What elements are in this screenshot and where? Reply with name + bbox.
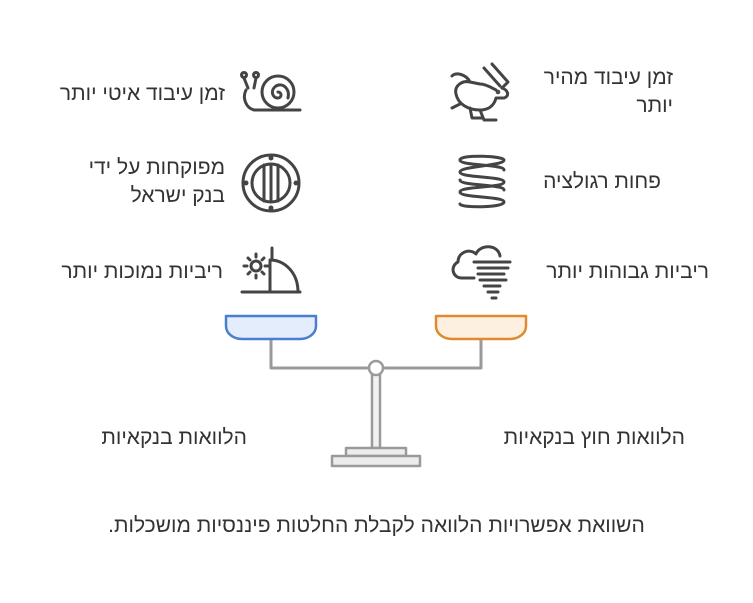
right-pan — [434, 314, 528, 341]
rabbit-icon — [448, 60, 514, 122]
right-item-fast-processing: זמן עיבוד מהיר יותר — [543, 66, 673, 117]
caption: השוואת אפשרויות הלוואה לקבלת החלטות פיננ… — [108, 514, 645, 537]
left-group-title: הלוואות בנקאיות — [101, 426, 247, 449]
cloud-sun-icon — [448, 240, 514, 302]
right-group-title: הלוואות חוץ בנקאיות — [503, 426, 685, 449]
left-item-slow-processing: זמן עיבוד איטי יותר — [59, 82, 225, 105]
right-item-higher-rates: ריביות גבוהות יותר — [546, 260, 709, 283]
scale-base-bottom — [330, 454, 422, 468]
right-item-less-regulation: פחות רגולציה — [543, 170, 661, 193]
porthole-icon — [240, 152, 302, 214]
scale-pivot — [367, 359, 385, 377]
scale-post — [370, 370, 382, 450]
sunset-icon — [240, 244, 302, 296]
left-pan — [224, 314, 318, 341]
snail-icon — [240, 70, 304, 114]
spring-icon — [456, 152, 508, 212]
left-item-lower-rates: ריביות נמוכות יותר — [61, 260, 223, 283]
left-item-supervised: מפוקחות על ידי בנק ישראל — [88, 156, 225, 207]
